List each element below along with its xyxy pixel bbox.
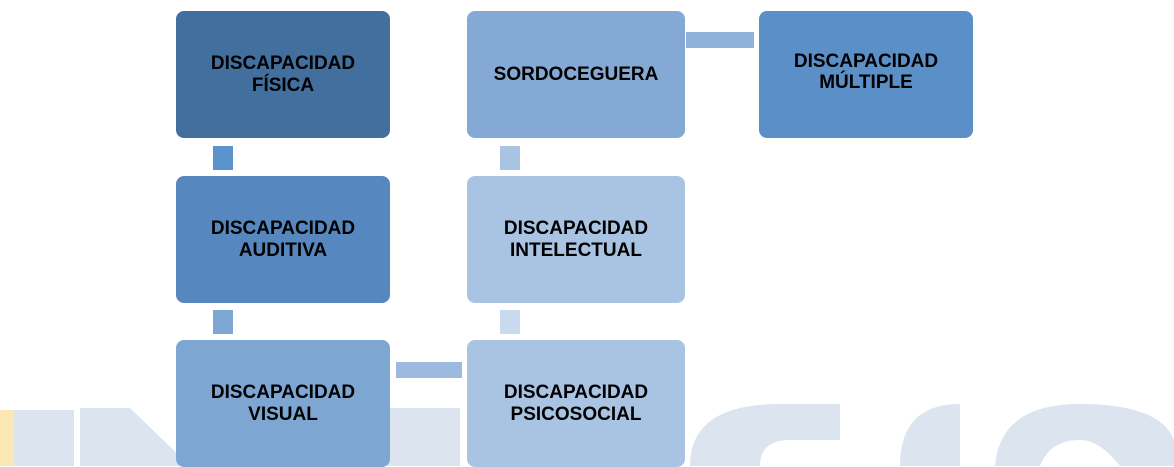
watermark-letter-s [690,404,840,466]
connector-auditiva-visual [213,310,233,334]
watermark-letter-n-right [380,408,460,466]
node-discapacidad-multiple: DISCAPACIDAD MÚLTIPLE [759,11,973,138]
node-discapacidad-auditiva: DISCAPACIDAD AUDITIVA [176,176,390,303]
node-discapacidad-fisica: DISCAPACIDAD FÍSICA [176,11,390,138]
watermark-letter-c [900,404,960,466]
connector-sordoceguera-multiple [686,32,754,48]
watermark-bar-yellow [0,410,14,466]
watermark-letter-n [80,408,190,466]
connector-psicosocial-intelectual [500,310,520,334]
watermark-bar-blue [14,410,74,466]
node-discapacidad-visual: DISCAPACIDAD VISUAL [176,340,390,467]
connector-intelectual-sordoceguera [500,146,520,170]
node-discapacidad-intelectual: DISCAPACIDAD INTELECTUAL [467,176,685,303]
connector-visual-psicosocial [396,362,462,378]
watermark-letter-c-right [995,404,1174,466]
node-sordoceguera: SORDOCEGUERA [467,11,685,138]
connector-fisica-auditiva [213,146,233,170]
node-discapacidad-psicosocial: DISCAPACIDAD PSICOSOCIAL [467,340,685,467]
